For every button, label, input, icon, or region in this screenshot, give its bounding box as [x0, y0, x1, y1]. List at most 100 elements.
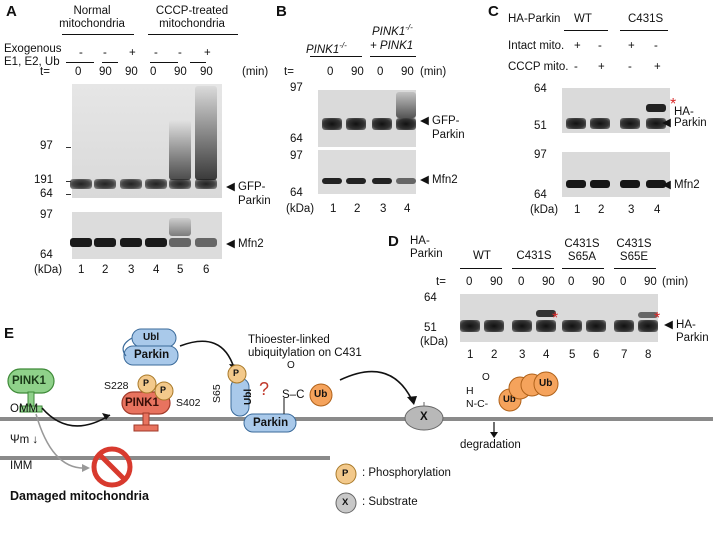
d-lane-8: 8 [645, 349, 652, 361]
arrow-substrate [339, 370, 413, 401]
b-band-parkin-2 [346, 118, 366, 130]
c-intact-sign-1: + [574, 40, 581, 52]
b-band-mfn2-3 [372, 178, 392, 184]
b-line-2 [370, 56, 416, 57]
a-exo-5: - [178, 47, 182, 59]
a-time-1: 0 [75, 66, 82, 78]
b-band-parkin-1 [322, 118, 342, 130]
a-exo-2: - [103, 47, 107, 59]
psi-down: ↓ [32, 434, 39, 446]
c-mw-51: 51 [534, 120, 547, 132]
c-band-parkin-4 [646, 118, 666, 129]
c-arrow-top-l1: HA- [674, 106, 694, 118]
d-time-4: 90 [542, 276, 555, 288]
c-star: * [670, 96, 677, 113]
d-time-2: 90 [490, 276, 503, 288]
c-intact-sign-3: + [628, 40, 635, 52]
d-variant-s65a: C431S S65A [560, 238, 604, 264]
d-arrow-l2: Parkin [676, 332, 709, 344]
d-line-4 [614, 268, 656, 269]
a-lane-6: 6 [203, 264, 210, 276]
a-tick-191 [66, 181, 71, 182]
c-arrow-top: ◀ Parkin [662, 117, 707, 129]
d-t-label: t= [436, 276, 446, 288]
nc-label: N-C- [466, 398, 489, 410]
c-kda: (kDa) [530, 204, 559, 216]
d-protein: HA- Parkin [410, 235, 443, 261]
d-arrow: ◀ HA- [664, 319, 696, 331]
a-time-3: 90 [125, 66, 138, 78]
c-protein: HA-Parkin [508, 13, 561, 25]
no-sign-icon [91, 446, 133, 488]
b-band-mfn2-2 [346, 178, 366, 184]
a-band-mfn2-5 [169, 238, 191, 247]
a-smear-mfn2-5 [169, 218, 191, 236]
a-exo-1: - [79, 47, 83, 59]
ub-chain-4-icon [533, 371, 559, 397]
a-band-mfn2-6 [195, 238, 217, 247]
b-t-label: t= [284, 66, 294, 78]
a-exo-line-4 [190, 62, 206, 63]
degradation-label: degradation [460, 439, 521, 451]
arrow-activation [179, 340, 235, 369]
ubl-closed-label: Ubl [143, 332, 160, 343]
b-arrow-bottom-text: Mfn2 [432, 174, 458, 186]
c-cccp-sign-4: + [654, 61, 661, 73]
a-band-parkin-1 [70, 179, 92, 189]
p-s65: P [233, 368, 240, 378]
a-exo-3: + [129, 47, 136, 59]
a-tick-64 [66, 194, 71, 195]
p-s402: P [160, 385, 167, 395]
a-t-label: t= [40, 66, 50, 78]
c-mw-b-64: 64 [534, 189, 547, 201]
d-star-8: * [654, 310, 661, 327]
a-arrow-top-l2: Parkin [238, 195, 271, 207]
b-geno2-sup: -/- [405, 23, 413, 32]
legend-phospho-text: : Phosphorylation [362, 467, 451, 479]
d-time-7: 0 [620, 276, 627, 288]
c-lane-1: 1 [574, 204, 581, 216]
b-rescue: + PINK1 [370, 40, 414, 52]
o-label-2: O [482, 372, 490, 383]
a-time-5: 90 [174, 66, 187, 78]
b-arrow-top-l1: GFP- [432, 115, 460, 127]
d-gel [460, 294, 658, 342]
b-genotype-1: PINK1-/- [306, 42, 347, 56]
a-band-mfn2-4 [145, 238, 167, 247]
group-cccp: CCCP-treated mitochondria [146, 5, 238, 31]
parkin-open [243, 413, 297, 433]
a-arrow-bottom: ◀ Mfn2 [226, 238, 264, 250]
b-lane-1: 1 [330, 203, 337, 215]
c-band-mfn2-3 [620, 180, 640, 188]
c-cccp-sign-3: - [628, 61, 632, 73]
c-band-parkin-1 [566, 118, 586, 129]
d-kda: (kDa) [420, 336, 449, 348]
d-variant-s65a-l1: C431S [564, 238, 600, 250]
b-mw-b-97: 97 [290, 150, 303, 162]
a-band-parkin-5 [169, 179, 191, 189]
legend-substrate-icon [335, 492, 357, 514]
c-row-intact: Intact mito. [508, 40, 565, 52]
a-mw-97: 97 [40, 140, 53, 152]
b-time-2: 90 [351, 66, 364, 78]
c-variant-c431s: C431S [628, 13, 664, 25]
s402-label: S402 [176, 397, 201, 409]
phospho-s65-icon [227, 364, 247, 384]
d-unit: (min) [662, 276, 689, 288]
panel-label-b: B [276, 3, 287, 20]
d-band-parkin-1 [460, 320, 480, 332]
b-lane-2: 2 [354, 203, 361, 215]
damaged-label: Damaged mitochondria [10, 489, 149, 503]
c-band-parkin-2 [590, 118, 610, 129]
d-lane-7: 7 [621, 349, 628, 361]
d-lane-4: 4 [543, 349, 550, 361]
a-smear-6 [195, 86, 217, 180]
b-arrow-bottom: ◀ Mfn2 [420, 174, 458, 186]
a-exo-line-1 [66, 62, 94, 63]
c-cccp-sign-1: - [574, 61, 578, 73]
pink1-label-green: PINK1 [12, 375, 46, 387]
group-normal: Normal mitochondria [52, 5, 132, 31]
d-lane-6: 6 [593, 349, 600, 361]
c-band-parkin-3 [620, 118, 640, 129]
b-band-parkin-4 [396, 118, 416, 130]
